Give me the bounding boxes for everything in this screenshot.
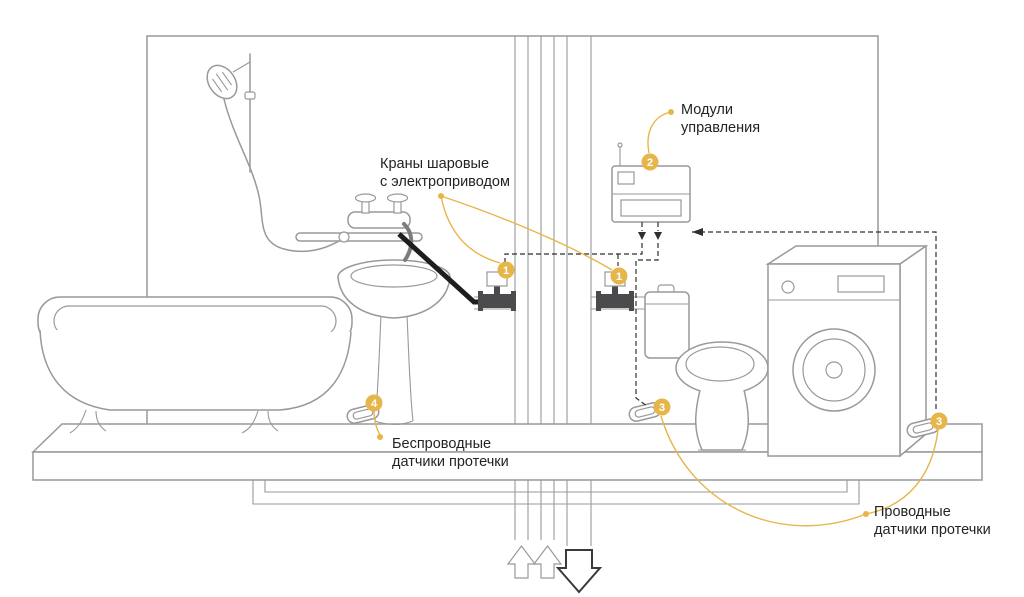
- callout-line-valve-left: [440, 195, 501, 264]
- callout-dot-wired: [863, 511, 869, 517]
- label-ball-valves-line1: Краны шаровые: [380, 156, 489, 172]
- label-control-modules-line1: Модули: [681, 102, 733, 118]
- label-wired-sensors-line2: датчики протечки: [874, 522, 991, 538]
- label-control-modules-line2: управления: [681, 120, 760, 136]
- ball-valve-left: [478, 271, 516, 311]
- badge-valve-left: 1: [497, 261, 515, 279]
- callout-line-valve-right: [440, 195, 613, 271]
- badge-control-module: 2: [641, 153, 659, 171]
- badge-sensor-washer-number: 3: [936, 416, 942, 428]
- badge-sensor-washer: 3: [930, 412, 948, 430]
- faucet: [295, 193, 423, 262]
- label-wireless-sensors: Беспроводные датчики протечки: [392, 436, 509, 470]
- label-wireless-sensors-line1: Беспроводные: [392, 436, 491, 452]
- toilet: [644, 284, 769, 451]
- label-ball-valves-line2: с электроприводом: [380, 174, 510, 190]
- flow-arrow-up-1: [506, 545, 537, 579]
- faucet-spout: [402, 222, 414, 262]
- sink: [337, 259, 451, 426]
- label-control-modules: Модули управления: [681, 102, 760, 136]
- flow-arrow-down: [555, 549, 603, 594]
- vertical-pipes: [514, 36, 592, 424]
- badge-sensor-toilet: 3: [653, 398, 671, 416]
- label-ball-valves: Краны шаровые с электроприводом: [380, 156, 510, 190]
- badge-control-module-number: 2: [647, 157, 653, 169]
- callout-line-module: [647, 111, 672, 154]
- label-wired-sensors-line1: Проводные: [874, 504, 951, 520]
- badge-valve-left-number: 1: [503, 265, 509, 277]
- bathtub: [37, 296, 353, 434]
- callout-dot-module: [668, 109, 674, 115]
- callout-dot-valves: [438, 193, 444, 199]
- underfloor-pipes: [252, 480, 860, 546]
- shower-hose: [223, 98, 351, 253]
- badge-valve-right: 1: [610, 267, 628, 285]
- callout-line-wired-washer: [865, 429, 939, 515]
- label-wireless-sensors-line2: датчики протечки: [392, 454, 509, 470]
- washing-machine: [765, 244, 929, 458]
- callouts: [373, 109, 939, 527]
- callout-dot-wireless: [377, 434, 383, 440]
- badge-sensor-toilet-number: 3: [659, 402, 665, 414]
- badge-sensor-bath: 4: [365, 394, 383, 412]
- badge-sensor-bath-number: 4: [371, 398, 378, 410]
- shower: [206, 53, 351, 253]
- wiring-dashed: [504, 222, 937, 412]
- badge-valve-right-number: 1: [616, 271, 622, 283]
- callout-line-wireless: [373, 410, 381, 436]
- flow-arrow-up-2: [532, 545, 563, 579]
- callout-line-wired-toilet: [660, 415, 867, 527]
- label-wired-sensors: Проводные датчики протечки: [874, 504, 991, 538]
